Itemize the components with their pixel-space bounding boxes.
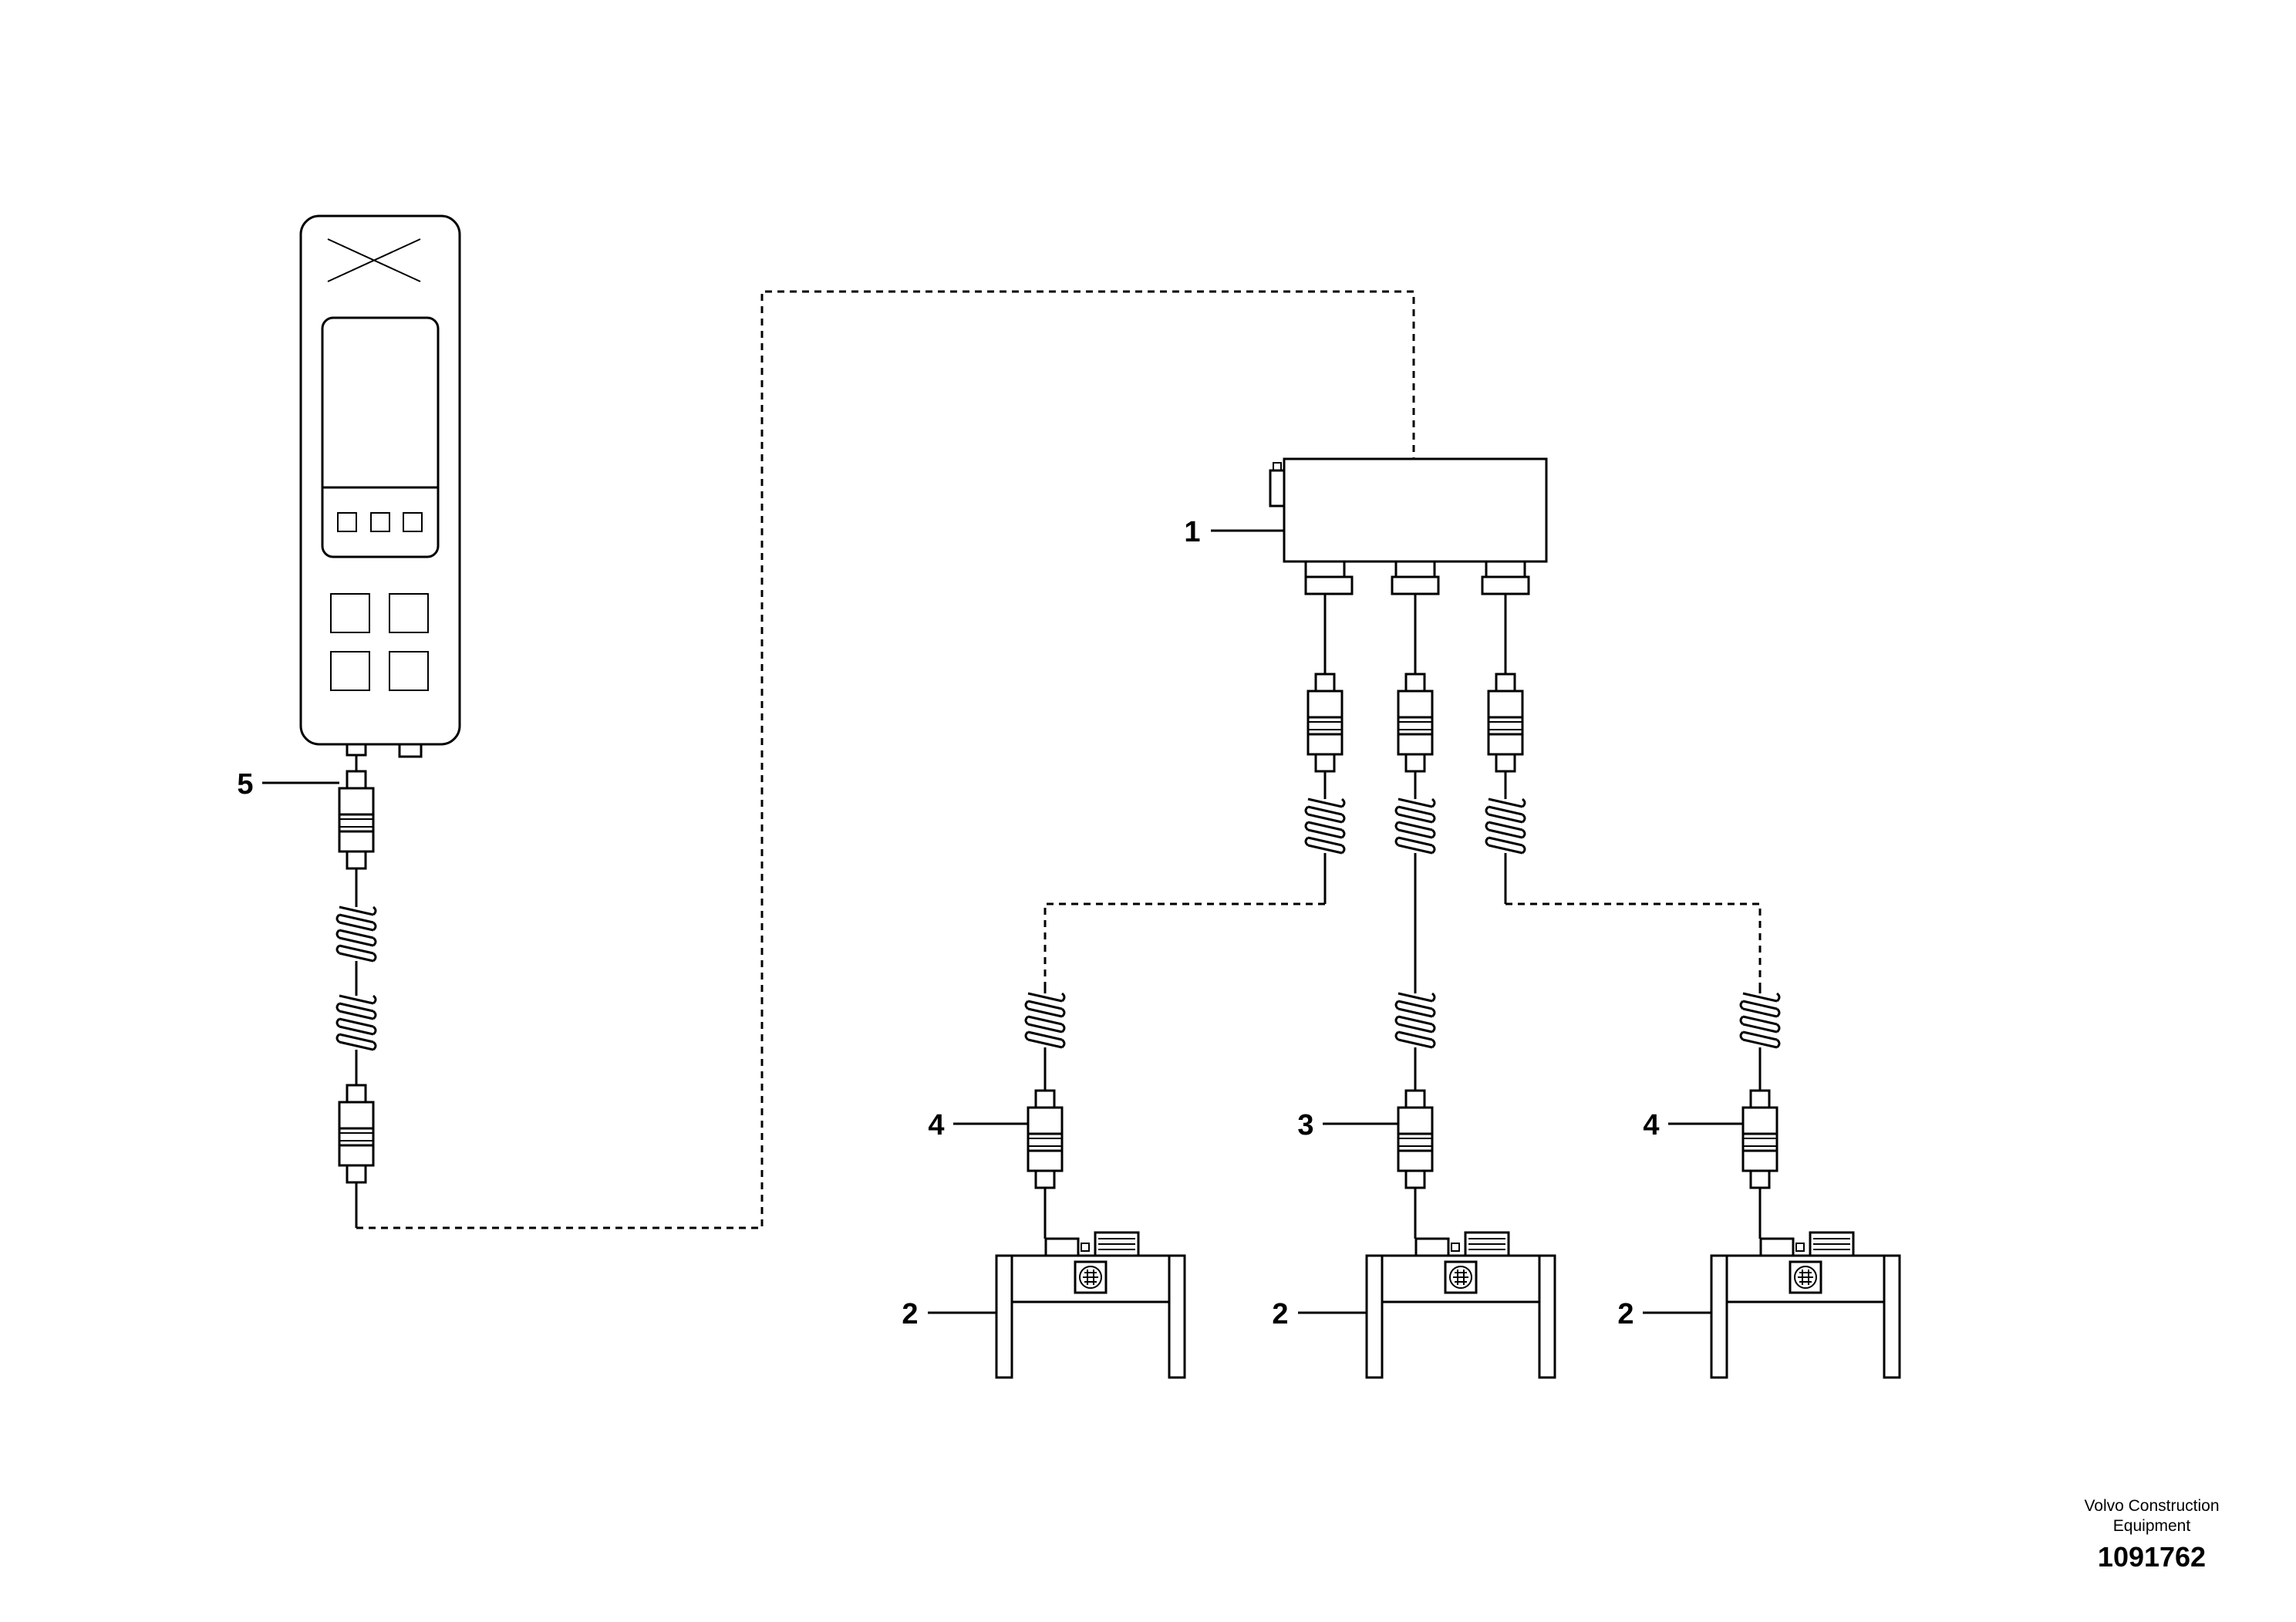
callout-1: 1	[1184, 516, 1200, 548]
dashed-link-left	[1043, 902, 1325, 989]
callout-5: 5	[237, 768, 253, 801]
dashed-link-right	[1505, 902, 1762, 989]
control-unit-right	[1710, 1231, 1901, 1379]
drawing-credit: Volvo Construction Equipment 1091762	[2036, 1496, 2267, 1573]
unit-drop-cables	[1024, 987, 1781, 1239]
dashed-link-handheld	[356, 290, 1415, 1229]
control-unit-left	[995, 1231, 1186, 1379]
callout-2-right: 2	[1617, 1298, 1633, 1330]
callout-2-middle: 2	[1272, 1298, 1288, 1330]
junction-box	[1269, 457, 1548, 595]
control-unit-middle	[1365, 1231, 1556, 1379]
branch-cables	[1304, 594, 1526, 989]
handheld-cable	[335, 755, 377, 1228]
callout-4-left: 4	[928, 1109, 944, 1141]
callout-4-right: 4	[1643, 1109, 1659, 1141]
drawing-number: 1091762	[2097, 1541, 2207, 1573]
company-name-line2: Equipment	[2112, 1517, 2191, 1535]
leader-lines	[262, 529, 1743, 1314]
callout-3: 3	[1297, 1109, 1313, 1141]
handheld-display-unit	[299, 214, 461, 758]
company-name-line1: Volvo Construction	[2084, 1497, 2220, 1515]
callout-2-left: 2	[902, 1298, 918, 1330]
